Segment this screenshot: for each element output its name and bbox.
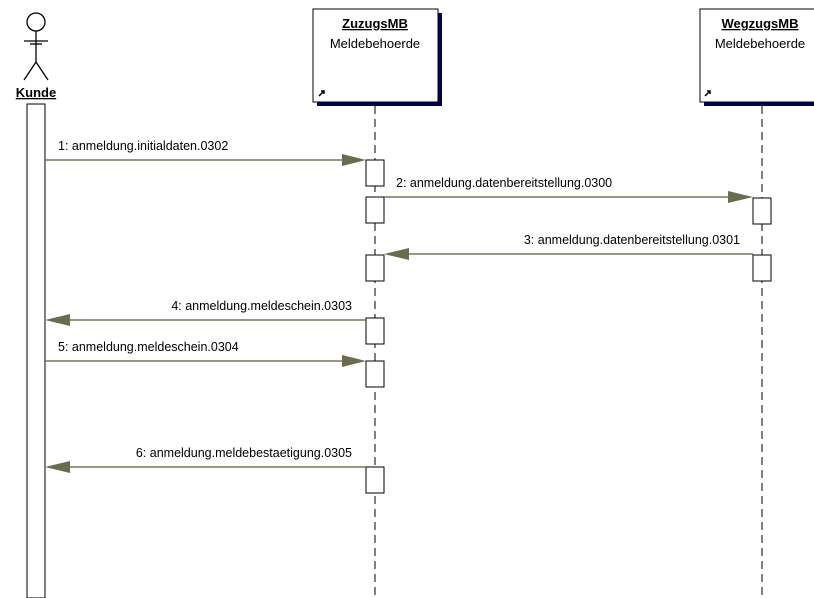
message-5[interactable]: 5: anmeldung.meldeschein.0304 <box>45 340 366 367</box>
object-name: ZuzugsMB <box>342 16 408 31</box>
arrowhead-icon <box>342 154 366 166</box>
link-arrow-icon <box>704 90 711 97</box>
object-zuzugsmb[interactable]: ZuzugsMB Meldebehoerde <box>312 8 442 106</box>
message-4[interactable]: 4: anmeldung.meldeschein.0303 <box>45 299 366 326</box>
object-wegzugsmb[interactable]: WegzugsMB Meldebehoerde <box>699 8 814 106</box>
message-label: 4: anmeldung.meldeschein.0303 <box>171 299 352 313</box>
activation-box <box>365 360 385 388</box>
activation-box <box>365 196 385 224</box>
object-box <box>312 8 439 103</box>
object-box <box>699 8 814 103</box>
activation-box <box>752 197 772 225</box>
arrowhead-icon <box>45 314 70 326</box>
arrowhead-icon <box>342 355 366 367</box>
object-type: Meldebehoerde <box>715 36 805 51</box>
object-type: Meldebehoerde <box>330 36 420 51</box>
message-1[interactable]: 1: anmeldung.initialdaten.0302 <box>45 139 366 166</box>
message-label: 3: anmeldung.datenbereitstellung.0301 <box>524 233 740 247</box>
message-label: 6: anmeldung.meldebestaetigung.0305 <box>136 446 352 460</box>
arrowhead-icon <box>728 191 753 203</box>
message-label: 2: anmeldung.datenbereitstellung.0300 <box>396 176 612 190</box>
stick-figure-icon <box>23 12 49 81</box>
actor-kunde[interactable]: Kunde <box>16 12 56 100</box>
message-3[interactable]: 3: anmeldung.datenbereitstellung.0301 <box>384 233 753 260</box>
message-label: 1: anmeldung.initialdaten.0302 <box>58 139 228 153</box>
activation-box <box>365 466 385 494</box>
actor-activation-bar <box>26 103 46 598</box>
link-arrow-icon <box>318 90 325 97</box>
message-2[interactable]: 2: anmeldung.datenbereitstellung.0300 <box>384 176 753 203</box>
arrowhead-icon <box>384 248 409 260</box>
message-label: 5: anmeldung.meldeschein.0304 <box>58 340 239 354</box>
object-name: WegzugsMB <box>721 16 798 31</box>
activation-box <box>365 159 385 187</box>
activation-box <box>365 254 385 282</box>
actor-label: Kunde <box>16 85 56 100</box>
activation-box <box>752 254 772 282</box>
activation-box <box>365 317 385 345</box>
arrowhead-icon <box>45 461 70 473</box>
message-6[interactable]: 6: anmeldung.meldebestaetigung.0305 <box>45 446 366 473</box>
